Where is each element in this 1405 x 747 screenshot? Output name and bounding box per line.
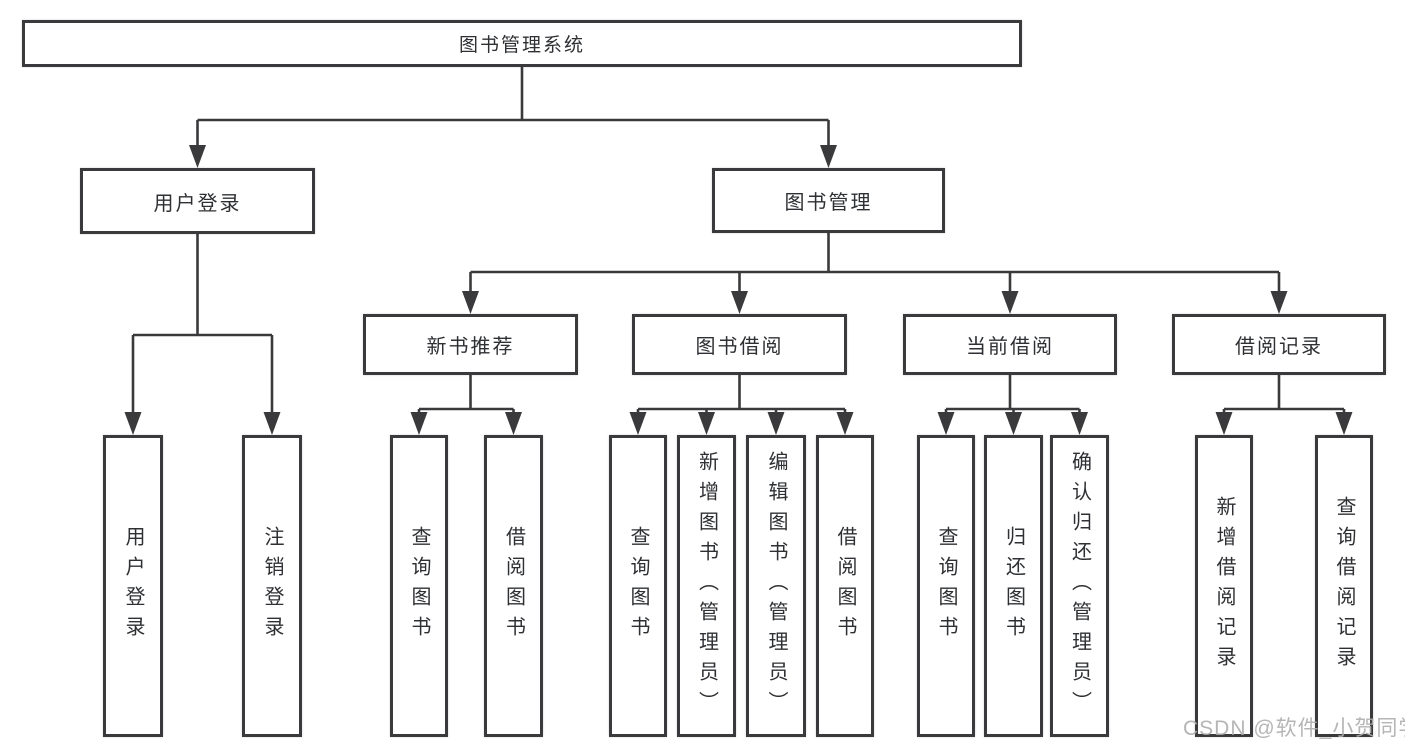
node-book-management: 图书管理 [712, 168, 945, 233]
leaf-borrow-books: 借阅图书 [816, 435, 874, 737]
leaf-query-books-recommend: 查询图书 [390, 435, 448, 737]
leaf-add-books-admin-label: 新增图书（管理员） [695, 451, 718, 721]
watermark: CSDN @软件_小贺同学 [1183, 717, 1405, 740]
node-book-borrowing-label: 图书借阅 [695, 336, 784, 358]
node-new-book-recommend-label: 新书推荐 [426, 336, 515, 358]
node-library-system: 图书管理系统 [22, 20, 1022, 67]
leaf-borrow-books-label: 借阅图书 [834, 526, 856, 646]
node-user-login: 用户登录 [80, 168, 315, 234]
leaf-edit-books-admin: 编辑图书（管理员） [746, 435, 806, 737]
leaf-borrow-books-recommend-label: 借阅图书 [502, 526, 525, 646]
leaf-query-books-borrowing: 查询图书 [609, 435, 667, 737]
leaf-query-borrow-record: 查询借阅记录 [1315, 435, 1373, 737]
leaf-return-books: 归还图书 [984, 435, 1043, 737]
leaf-user-login: 用户登录 [103, 435, 163, 737]
node-library-system-label: 图书管理系统 [458, 35, 585, 56]
leaf-edit-books-admin-label: 编辑图书（管理员） [765, 451, 787, 721]
leaf-add-borrow-record: 新增借阅记录 [1195, 435, 1253, 737]
leaf-query-books-recommend-label: 查询图书 [408, 526, 430, 646]
leaf-query-books-borrowing-label: 查询图书 [627, 526, 649, 646]
leaf-confirm-return-admin-label: 确认归还（管理员） [1068, 451, 1091, 721]
leaf-add-books-admin: 新增图书（管理员） [677, 435, 736, 737]
node-current-borrowing-label: 当前借阅 [966, 336, 1054, 358]
node-new-book-recommend: 新书推荐 [363, 314, 578, 375]
leaf-borrow-books-recommend: 借阅图书 [484, 435, 543, 737]
leaf-confirm-return-admin: 确认归还（管理员） [1050, 435, 1109, 737]
leaf-query-borrow-record-label: 查询借阅记录 [1333, 496, 1355, 676]
node-borrow-records: 借阅记录 [1172, 314, 1386, 375]
leaf-query-books-current: 查询图书 [917, 435, 975, 737]
node-borrow-records-label: 借阅记录 [1235, 336, 1323, 358]
leaf-user-login-label: 用户登录 [122, 526, 144, 646]
leaf-logout-label: 注销登录 [261, 526, 283, 646]
leaf-return-books-label: 归还图书 [1002, 526, 1025, 646]
node-user-login-label: 用户登录 [153, 192, 242, 215]
leaf-logout: 注销登录 [242, 435, 302, 737]
node-current-borrowing: 当前借阅 [903, 314, 1117, 375]
node-book-borrowing: 图书借阅 [632, 314, 847, 375]
leaf-add-borrow-record-label: 新增借阅记录 [1213, 496, 1235, 676]
leaf-query-books-current-label: 查询图书 [935, 526, 957, 646]
node-book-management-label: 图书管理 [784, 192, 873, 214]
